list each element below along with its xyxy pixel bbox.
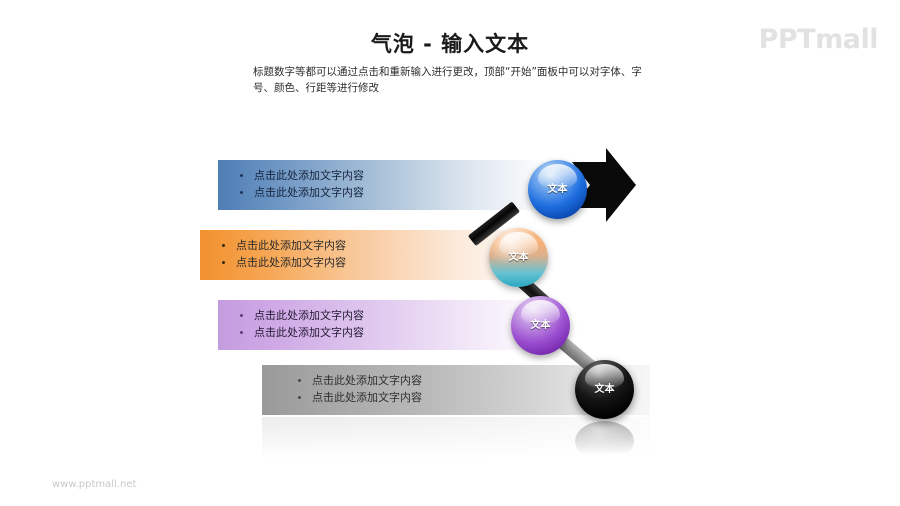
bullet-label: 点击此处添加文字内容 — [236, 256, 346, 269]
content-bar-purple[interactable]: 点击此处添加文字内容 点击此处添加文字内容 — [218, 300, 550, 350]
bullet-label: 点击此处添加文字内容 — [254, 309, 364, 322]
bullet-item: 点击此处添加文字内容 — [240, 324, 364, 341]
right-arrow-icon — [572, 148, 636, 222]
bubble-label: 文本 — [547, 183, 568, 195]
bubble-label: 文本 — [530, 319, 551, 331]
footer-url: www.pptmall.net — [52, 479, 137, 490]
bullet-label: 点击此处添加文字内容 — [236, 239, 346, 252]
pptmall-logo: PPTmall — [758, 24, 879, 55]
bullet-item: 点击此处添加文字内容 — [240, 167, 364, 184]
page-title: 气泡 - 输入文本 — [370, 32, 530, 56]
bullet-item: 点击此处添加文字内容 — [240, 184, 364, 201]
bullet-item: 点击此处添加文字内容 — [222, 254, 346, 271]
page-subtitle: 标题数字等都可以通过点击和重新输入进行更改，顶部“开始”面板中可以对字体、字号、… — [253, 66, 642, 94]
bullet-label: 点击此处添加文字内容 — [312, 391, 422, 404]
bullet-dot-icon — [240, 173, 243, 177]
content-bar-blue[interactable]: 点击此处添加文字内容 点击此处添加文字内容 — [218, 160, 548, 210]
black-sphere-reflection — [575, 421, 634, 461]
bubble-node-purple[interactable]: 文本 — [511, 296, 570, 355]
bullet-item: 点击此处添加文字内容 — [298, 389, 422, 406]
bullet-dot-icon — [240, 313, 243, 317]
bullet-label: 点击此处添加文字内容 — [254, 169, 364, 182]
bullet-dot-icon — [240, 190, 243, 194]
bullet-item: 点击此处添加文字内容 — [240, 307, 364, 324]
bar-text-orange: 点击此处添加文字内容 点击此处添加文字内容 — [222, 237, 346, 271]
bullet-dot-icon — [222, 243, 225, 247]
bullet-dot-icon — [298, 395, 301, 399]
bullet-item: 点击此处添加文字内容 — [298, 372, 422, 389]
bubble-label: 文本 — [594, 383, 615, 395]
bubble-node-black[interactable]: 文本 — [575, 360, 634, 419]
bubble-node-orange[interactable]: 文本 — [489, 228, 548, 287]
bullet-dot-icon — [222, 260, 225, 264]
bar-text-purple: 点击此处添加文字内容 点击此处添加文字内容 — [240, 307, 364, 341]
bullet-label: 点击此处添加文字内容 — [254, 326, 364, 339]
bullet-label: 点击此处添加文字内容 — [312, 374, 422, 387]
bubble-label: 文本 — [508, 251, 529, 263]
bar-text-gray: 点击此处添加文字内容 点击此处添加文字内容 — [298, 372, 422, 406]
bullet-label: 点击此处添加文字内容 — [254, 186, 364, 199]
bubble-node-blue[interactable]: 文本 — [528, 160, 587, 219]
bullet-dot-icon — [298, 378, 301, 382]
bar-text-blue: 点击此处添加文字内容 点击此处添加文字内容 — [240, 167, 364, 201]
bullet-item: 点击此处添加文字内容 — [222, 237, 346, 254]
bullet-dot-icon — [240, 330, 243, 334]
